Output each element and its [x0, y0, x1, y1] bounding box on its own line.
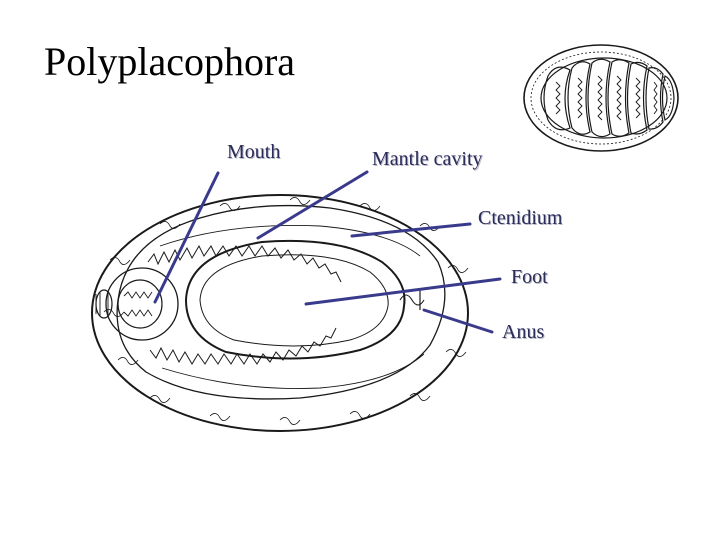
pointer-foot [306, 279, 500, 304]
label-mantle-cavity: Mantle cavity [372, 149, 483, 169]
label-mouth: Mouth [227, 142, 280, 162]
label-anus: Anus [502, 322, 544, 342]
label-ctenidium: Ctenidium [478, 208, 562, 228]
label-foot: Foot [511, 267, 548, 287]
chiton-dorsal-thumbnail [524, 45, 678, 151]
pointer-ctenidium [352, 224, 470, 236]
pointer-anus [424, 310, 492, 332]
pointer-mouth [155, 173, 218, 302]
pointer-mantle-cavity [258, 172, 367, 238]
